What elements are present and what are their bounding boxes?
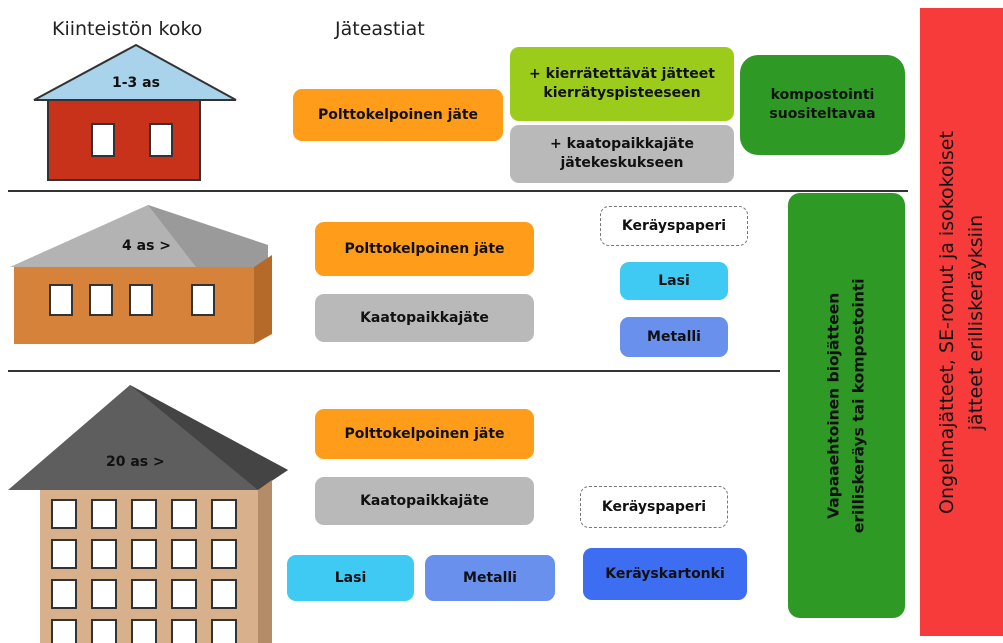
row3-landfill-waste: Kaatopaikkajäte <box>315 477 534 525</box>
medium-house-icon <box>10 205 272 344</box>
row1-burnable-waste: Polttokelpoinen jäte <box>293 89 503 141</box>
hazardous-line-2: jätteet erilliskeräyksiin <box>964 214 987 430</box>
row-separator-2 <box>8 370 780 372</box>
row1-landfill-waste: + kaatopaikkajäte jätekeskukseen <box>510 125 734 183</box>
row3-cardboard: Keräyskartonki <box>583 548 747 600</box>
houses-illustration <box>8 43 288 643</box>
house-2-label: 4 as > <box>122 238 171 254</box>
property-size-header: Kiinteistön koko <box>52 18 203 40</box>
row2-burnable-waste: Polttokelpoinen jäte <box>315 222 534 276</box>
small-house-icon <box>33 43 237 181</box>
row2-glass: Lasi <box>620 262 728 300</box>
row2-landfill-waste: Kaatopaikkajäte <box>315 294 534 342</box>
row3-burnable-waste: Polttokelpoinen jäte <box>315 409 534 459</box>
row2-paper: Keräyspaperi <box>600 206 748 246</box>
row3-glass: Lasi <box>287 555 414 601</box>
row1-compost: kompostointi suositeltavaa <box>740 55 905 155</box>
waste-bins-header: Jäteastiat <box>335 18 425 40</box>
row1-recyclables: + kierrätettävät jätteet kierrätyspistee… <box>510 47 734 121</box>
apartment-building-icon <box>8 385 288 643</box>
row-separator-1 <box>8 190 908 192</box>
row3-metal: Metalli <box>425 555 555 601</box>
hazardous-line-1: Ongelmajätteet, SE-romut ja isokokoiset <box>936 130 958 514</box>
row3-paper: Keräyspaperi <box>580 486 728 528</box>
biowaste-line-1: Vapaaehtoinen biojätteen <box>824 292 843 519</box>
house-3-label: 20 as > <box>106 454 165 470</box>
biowaste-line-2: erilliskeräys tai kompostointi <box>849 278 868 533</box>
house-1-label: 1-3 as <box>112 75 160 91</box>
hazardous-waste-box: Ongelmajätteet, SE-romut ja isokokoiset … <box>920 8 1003 636</box>
row2-metal: Metalli <box>620 317 728 357</box>
biowaste-collection-box: Vapaaehtoinen biojätteen erilliskeräys t… <box>788 193 905 618</box>
